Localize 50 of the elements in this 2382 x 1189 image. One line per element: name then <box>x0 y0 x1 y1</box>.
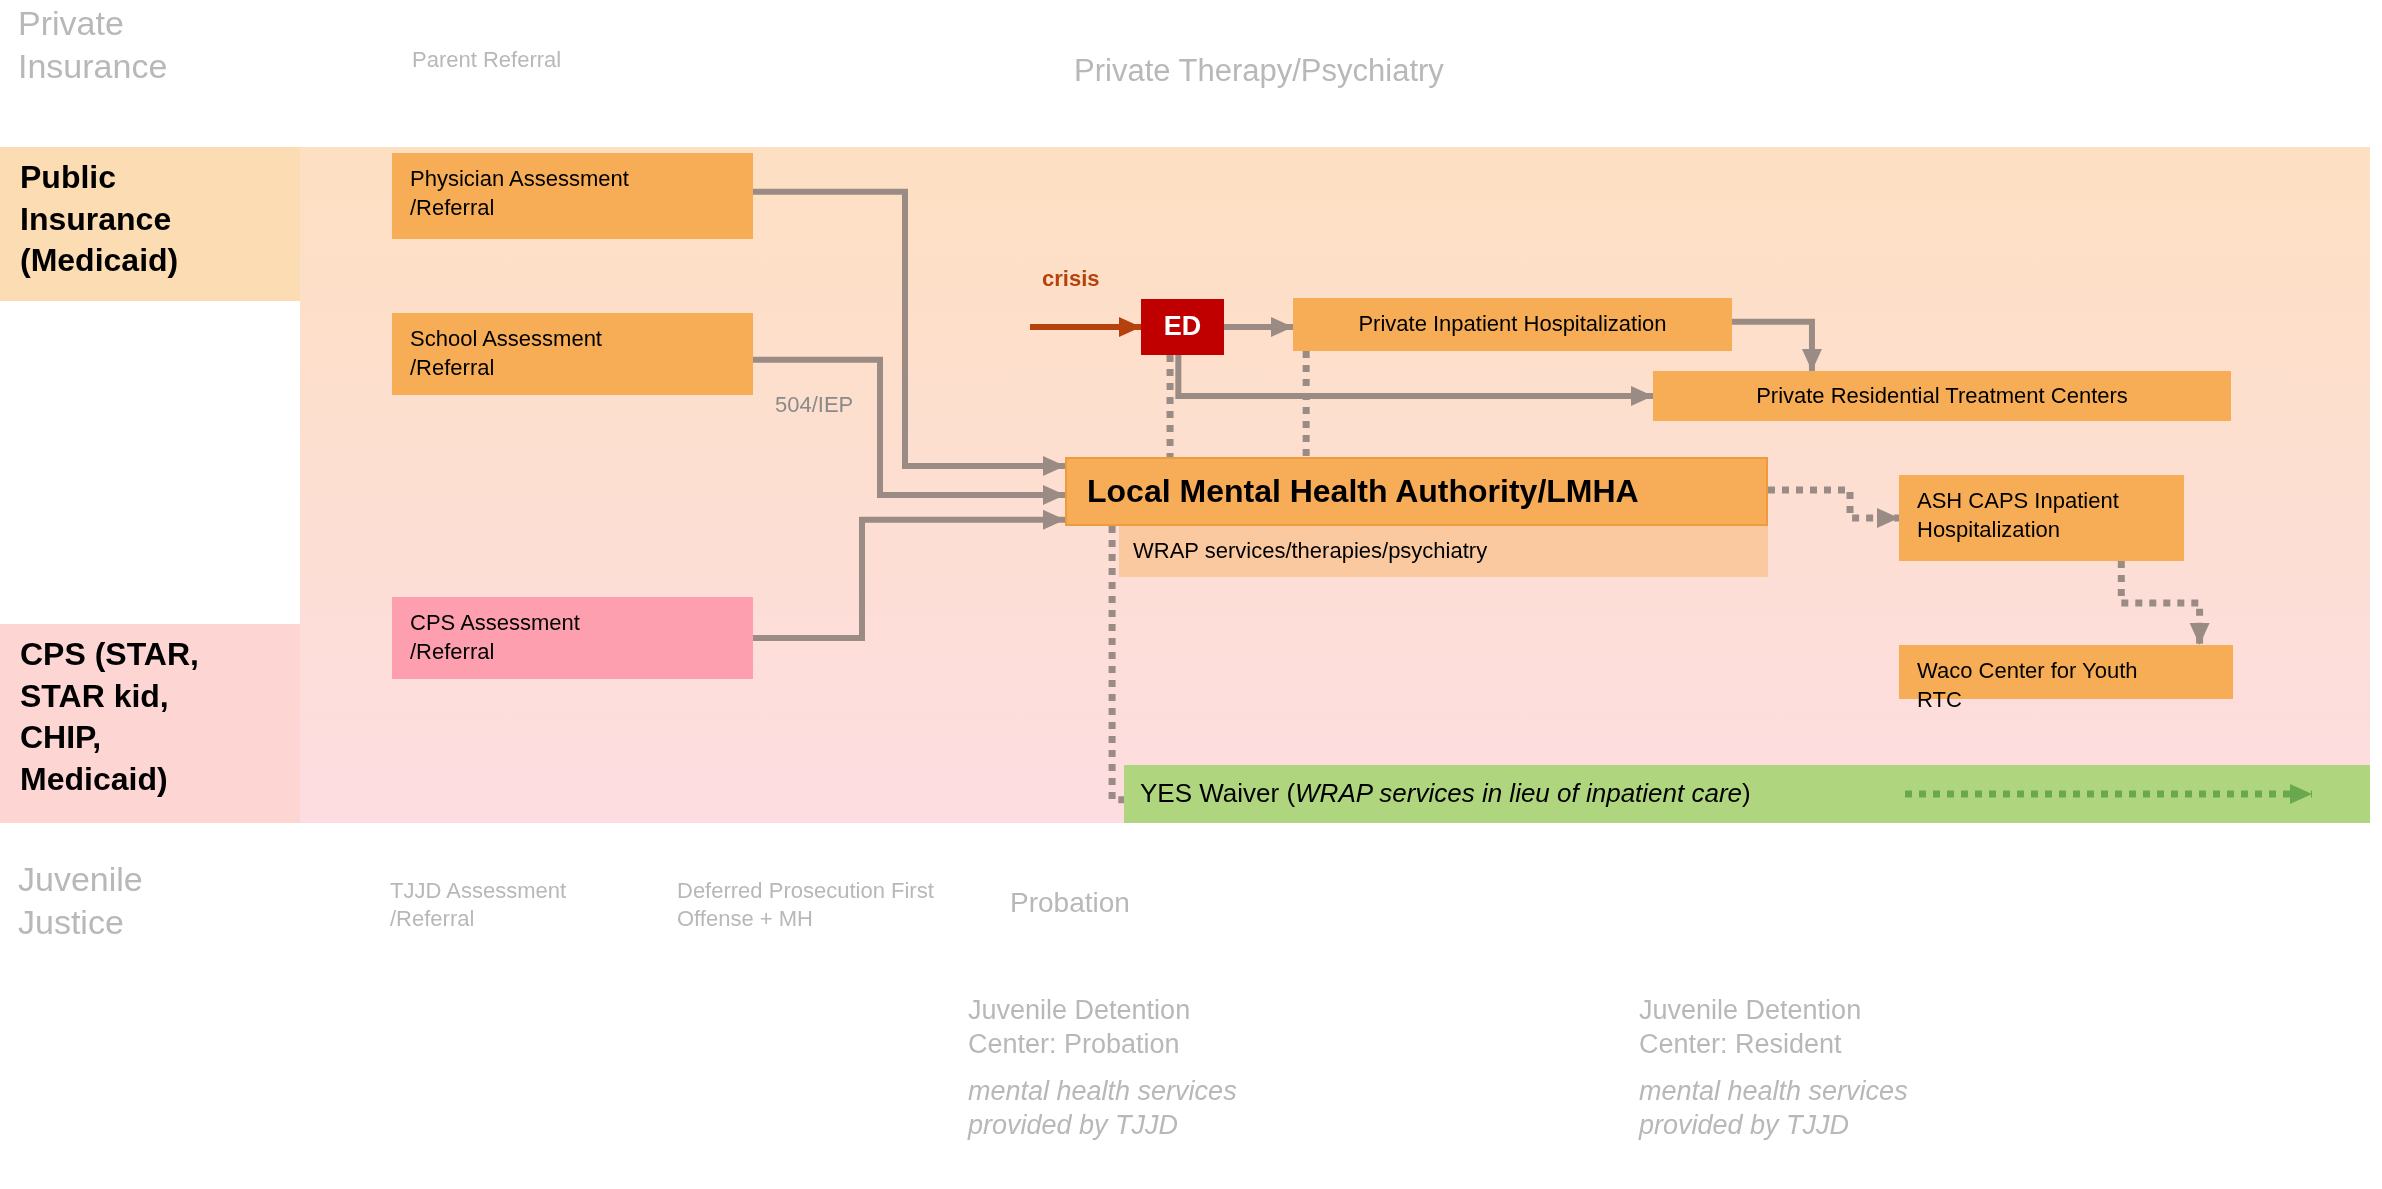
box-text: WRAP services/therapies/psychiatry <box>1133 537 1488 566</box>
process-box <box>392 313 753 395</box>
box-text: YES Waiver (WRAP services in lieu of inpatient care) <box>1140 777 1751 811</box>
lane-note: Parent Referral <box>412 46 562 74</box>
lane-note: Private Insurance <box>18 3 169 87</box>
box-text: Local Mental Health Authority/LMHA <box>1087 471 1639 511</box>
process-box <box>1141 299 1224 355</box>
lane-note: Juvenile Justice <box>18 859 144 943</box>
box-text: Private Residential Treatment Centers <box>1756 381 2128 410</box>
lane-label-box <box>0 624 300 823</box>
box-text: School Assessment /Referral <box>410 325 603 382</box>
box-text: Waco Center for Youth RTC <box>1917 657 2139 714</box>
box-text: ASH CAPS Inpatient Hospitalization <box>1917 487 2120 544</box>
box-text: Private Inpatient Hospitalization <box>1358 310 1667 339</box>
edge-label: 504/IEP <box>775 392 854 418</box>
arrow <box>2117 561 2210 645</box>
arrow <box>1732 318 1822 371</box>
process-box <box>1899 475 2184 561</box>
lane-note: Juvenile Detention Center: Resident <box>1639 994 1863 1061</box>
box-text: Public Insurance (Medicaid) <box>20 158 180 281</box>
box-text: Physician Assessment /Referral <box>410 165 630 222</box>
box-text: CPS (STAR, STAR kid, CHIP, Medicaid) <box>20 635 200 799</box>
arrow <box>753 509 1065 641</box>
lane-note: mental health services provided by TJJD <box>968 1075 1238 1142</box>
lane-label-box <box>0 147 300 301</box>
lane-note: Juvenile Detention Center: Probation <box>968 994 1192 1061</box>
process-box <box>1124 765 2370 823</box>
process-box <box>1653 371 2231 421</box>
arrow <box>1175 355 1653 406</box>
lane-note: mental health services provided by TJJD <box>1639 1075 1909 1142</box>
lane-note: Private Therapy/Psychiatry <box>1074 52 1445 90</box>
lane-note: TJJD Assessment /Referral <box>390 877 568 932</box>
arrow <box>1224 317 1293 337</box>
arrow <box>1030 317 1141 337</box>
box-text: CPS Assessment /Referral <box>410 609 581 666</box>
process-box <box>1293 298 1732 351</box>
lane-note: Deferred Prosecution First Offense + MH <box>677 877 935 932</box>
arrow <box>1768 486 1899 528</box>
arrow <box>753 356 1065 505</box>
edge-label: crisis <box>1042 266 1100 292</box>
connector-line <box>1302 351 1310 457</box>
process-box <box>1065 457 1768 526</box>
box-text: ED <box>1163 310 1202 344</box>
process-box <box>392 597 753 679</box>
lane-note: Probation <box>1010 886 1131 920</box>
connector-line <box>1166 355 1174 457</box>
process-box <box>392 153 753 239</box>
arrow <box>753 188 1065 476</box>
connector-line <box>1108 526 1124 804</box>
process-box <box>1119 526 1768 577</box>
